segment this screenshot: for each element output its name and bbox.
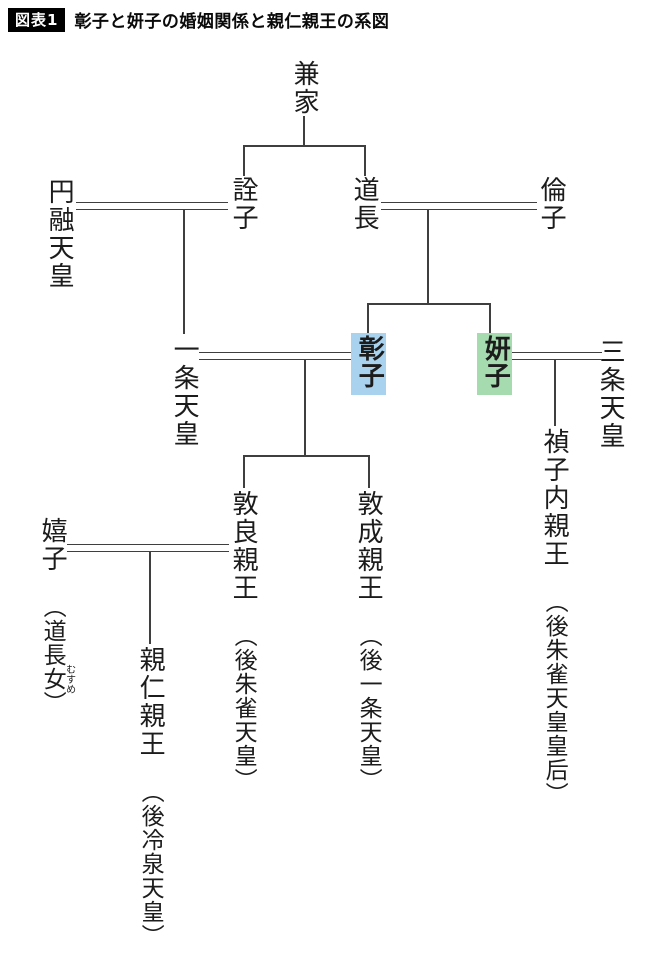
figure-badge: 図表1 [8, 7, 66, 32]
person-atsuhira: 敦成親王 （後一条天皇） [353, 490, 384, 792]
line-to-kenshi [489, 303, 491, 333]
line-ichijo-shoshi-drop [304, 359, 306, 456]
person-name: 詮子 [228, 176, 259, 232]
line-to-michinaga [364, 145, 366, 176]
person-name: 一条天皇 [169, 336, 200, 448]
line-to-atsunaga [243, 455, 245, 488]
person-michinaga: 道長 [349, 176, 380, 232]
person-name: 敦成親王 [353, 490, 384, 602]
person-teishi: 禎子内親王 （後朱雀天皇皇后） [539, 428, 570, 806]
line-michinaga-rinshi-drop [427, 209, 429, 304]
marriage-enyu-senshi [76, 202, 228, 210]
person-note: （道長女むすめ） [39, 595, 75, 715]
person-shoshi-highlighted: 彰子 [351, 333, 387, 395]
line-to-ichijo [183, 209, 185, 334]
person-name: 嬉子 [37, 517, 68, 573]
person-enyu: 円融天皇 [44, 178, 75, 290]
person-sanjo: 三条天皇 [595, 338, 626, 450]
person-senshi: 詮子 [228, 176, 259, 232]
person-name: 彰子 [354, 335, 385, 389]
person-note: （後冷泉天皇） [137, 780, 164, 948]
person-atsunaga: 敦良親王 （後朱雀天皇） [228, 490, 259, 792]
line-atsunaga-atsuhira-split [243, 455, 369, 457]
person-name: 倫子 [536, 176, 567, 232]
marriage-ichijo-shoshi [199, 352, 351, 360]
line-to-teishi [554, 359, 556, 426]
header: 図表1 彰子と妍子の婚姻関係と親仁親王の系図 [8, 7, 389, 32]
person-name: 三条天皇 [595, 338, 626, 450]
marriage-michinaga-rinshi [381, 202, 537, 210]
person-name: 道長 [349, 176, 380, 232]
person-kaneie: 兼家 [289, 60, 320, 116]
line-to-atsuhira [368, 455, 370, 488]
line-to-chikahito [149, 551, 151, 644]
person-chikahito: 親仁親王 （後冷泉天皇） [135, 646, 166, 948]
line-kaneie-children-split [243, 145, 365, 147]
marriage-kenshi-sanjo [512, 352, 602, 360]
person-note: （後一条天皇） [355, 624, 382, 792]
line-to-shoshi [367, 303, 369, 333]
person-name: 兼家 [289, 60, 320, 116]
person-rinshi: 倫子 [536, 176, 567, 232]
person-note: （後朱雀天皇皇后） [541, 590, 568, 806]
note-suffix: ） [39, 691, 66, 715]
person-ichijo: 一条天皇 [169, 336, 200, 448]
person-kishi: 嬉子 （道長女むすめ） [37, 517, 75, 715]
person-name: 敦良親王 [228, 490, 259, 602]
person-name: 禎子内親王 [539, 428, 570, 568]
person-name: 妍子 [480, 335, 511, 389]
line-kaneie-drop [303, 116, 305, 146]
person-kenshi-highlighted: 妍子 [477, 333, 513, 395]
note-ruby: 女むすめ [39, 664, 75, 694]
person-name: 円融天皇 [44, 178, 75, 290]
note-prefix: （道長 [39, 595, 66, 667]
person-note: （後朱雀天皇） [230, 624, 257, 792]
line-to-senshi [243, 145, 245, 176]
line-shoshi-kenshi-split [367, 303, 490, 305]
marriage-kishi-atsunaga [67, 544, 229, 552]
person-name: 親仁親王 [135, 646, 166, 758]
page-title: 彰子と妍子の婚姻関係と親仁親王の系図 [74, 12, 390, 32]
